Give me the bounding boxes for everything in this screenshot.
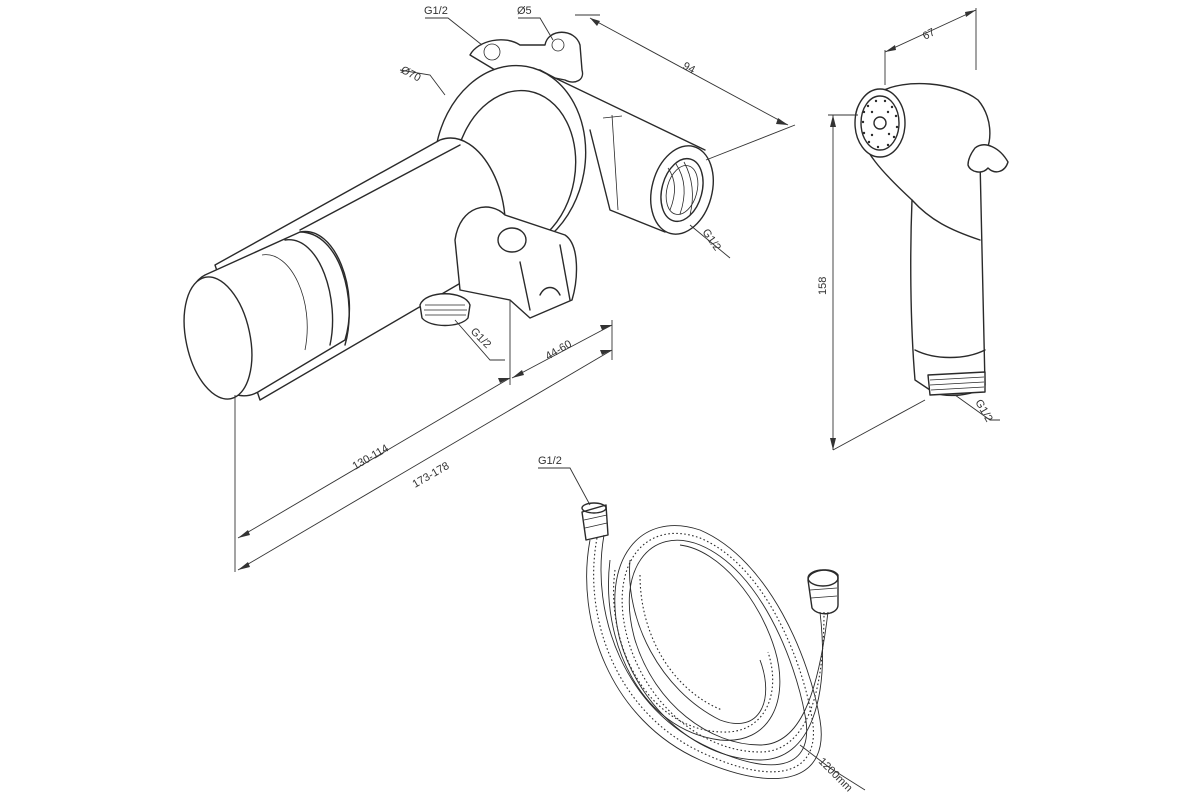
mixer-assembly (183, 31, 714, 401)
label-d44-60: 44-60 (544, 338, 574, 362)
label-d1200: 1200mm (816, 756, 855, 795)
hand-spray (854, 82, 1009, 397)
label-d158: 158 (817, 277, 829, 295)
label-d67: 67 (921, 26, 937, 42)
label-d5: Ø5 (517, 5, 532, 17)
label-d130-114: 130-114 (351, 442, 391, 472)
label-d94: 94 (681, 60, 697, 76)
label-d70: Ø70 (399, 64, 423, 84)
label-g12-hose: G1/2 (538, 455, 562, 467)
label-g12-holder: G1/2 (468, 326, 493, 351)
hose (581, 502, 839, 779)
label-g12-top: G1/2 (424, 5, 448, 17)
